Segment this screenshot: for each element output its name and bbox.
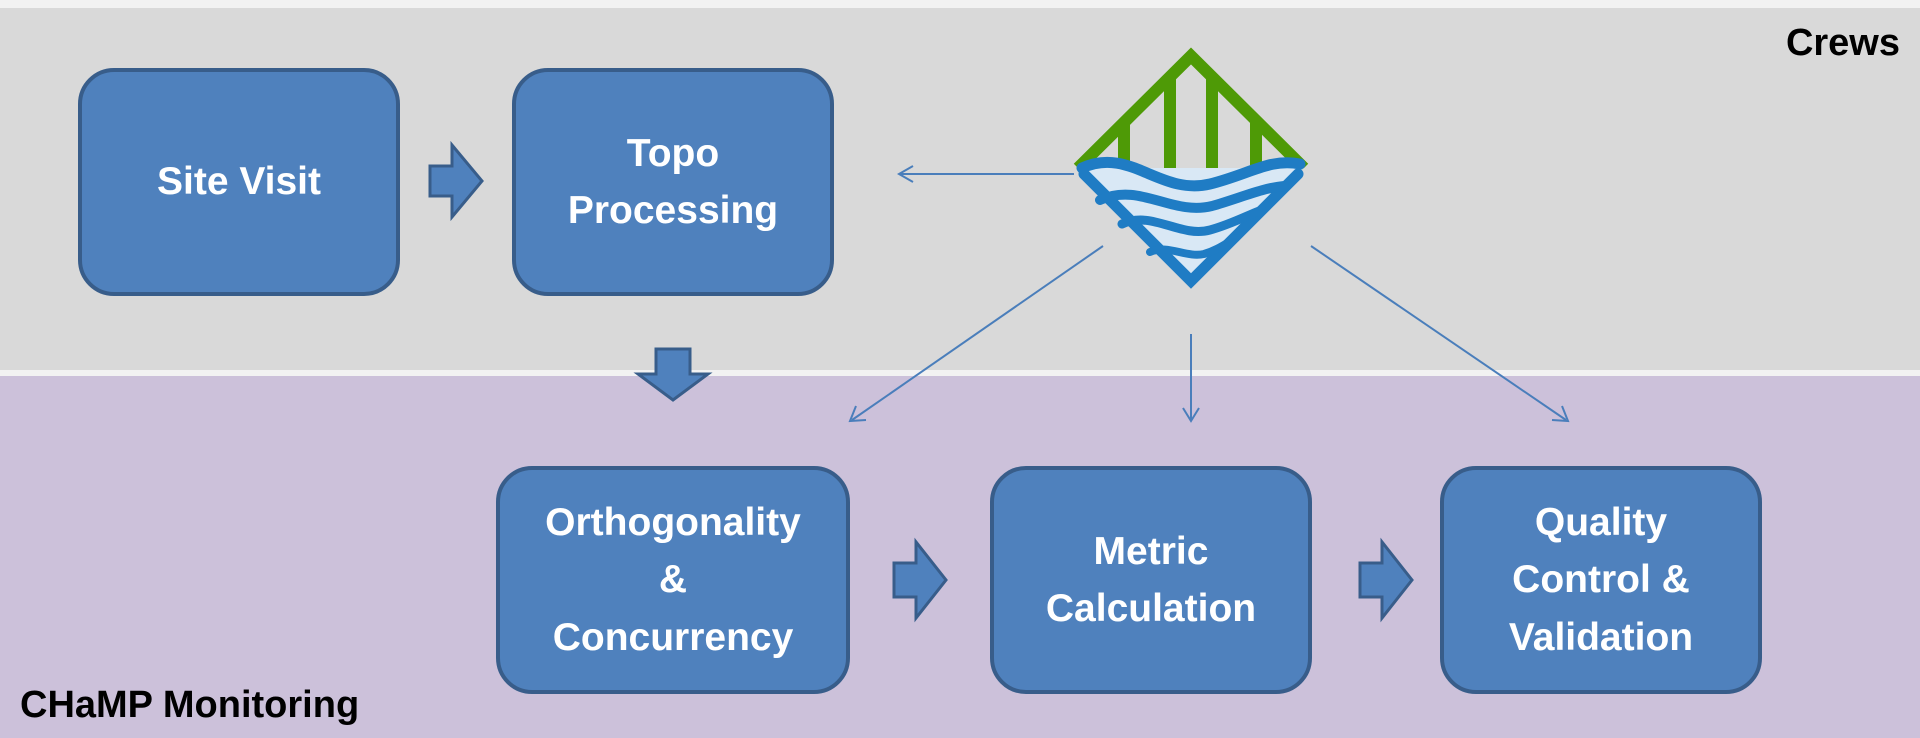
quality-control-validation-box[interactable]: Quality Control & Validation (1440, 466, 1762, 694)
crews-lane-label: Crews (1785, 22, 1900, 64)
orthogonality-concurrency-box[interactable]: Orthogonality & Concurrency (496, 466, 850, 694)
champ-monitoring-lane-label: CHaMP Monitoring (20, 684, 360, 726)
metric-calculation-box[interactable]: Metric Calculation (990, 466, 1312, 694)
topo-processing-box[interactable]: Topo Processing (512, 68, 834, 296)
site-visit-box[interactable]: Site Visit (78, 68, 400, 296)
